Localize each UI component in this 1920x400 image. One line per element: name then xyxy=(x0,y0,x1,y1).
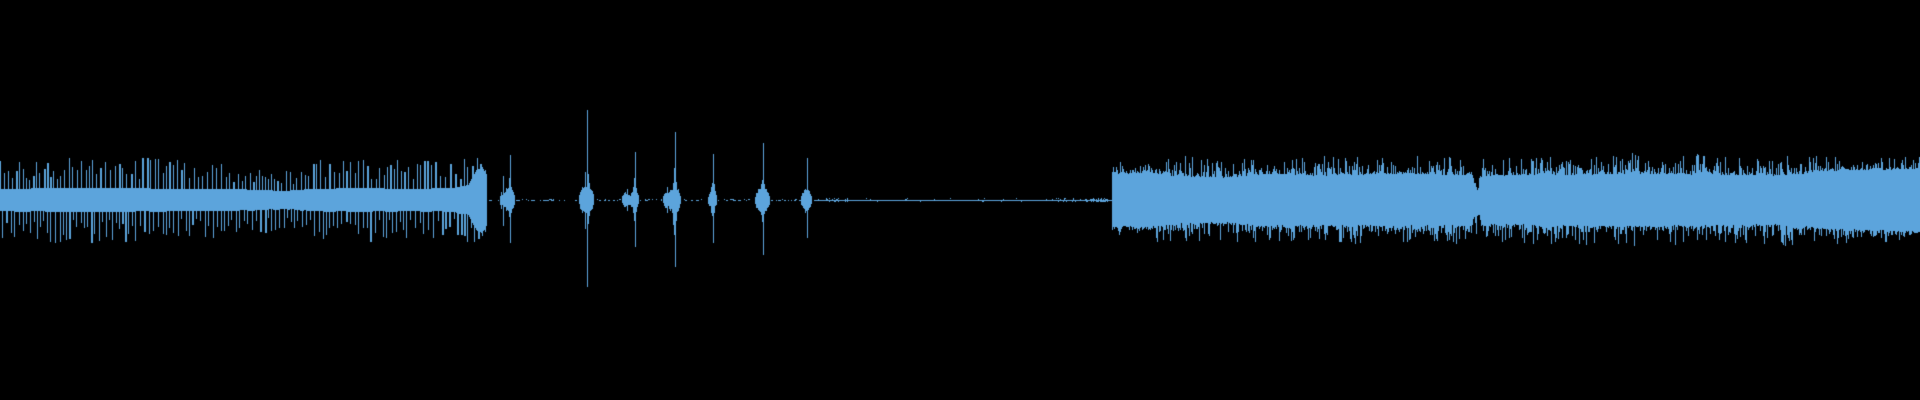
waveform-display xyxy=(0,0,1920,400)
audio-waveform-canvas[interactable] xyxy=(0,0,1920,400)
